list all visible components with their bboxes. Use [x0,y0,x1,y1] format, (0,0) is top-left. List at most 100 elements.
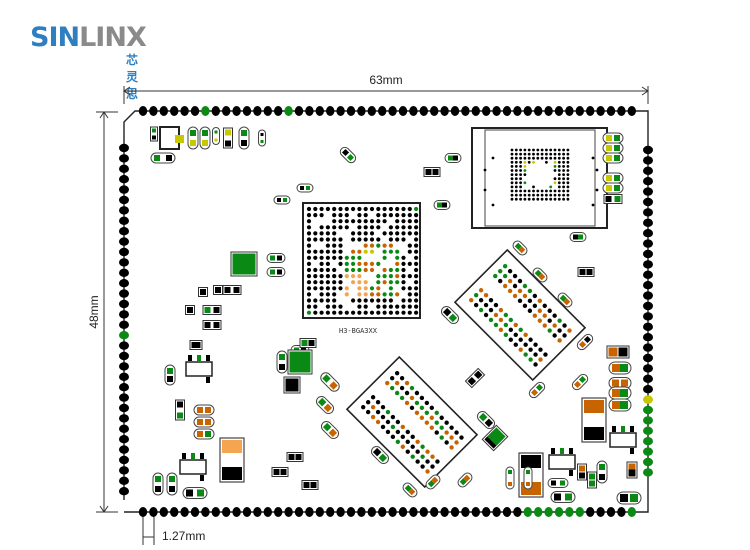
capacitor-body [212,127,220,145]
cpu-ball [401,304,406,309]
cpu-ball [376,206,381,212]
emmc-ball [566,181,570,185]
cpu-ball [332,267,337,273]
ddr-ball [370,404,376,410]
cpu-ball [338,213,343,218]
pad [448,155,453,161]
pin [551,448,555,454]
capacitor [440,305,460,325]
cpu-ball [382,206,387,212]
cpu-ball [357,292,362,297]
edge-pad [502,106,512,116]
ddr-ball [380,424,386,430]
edge-pad [461,507,470,517]
edge-pad [643,260,653,269]
ddr-ball [449,425,454,430]
pad [303,482,310,488]
resistor [271,467,289,477]
cpu-ball [357,206,362,212]
emmc-ball [519,173,522,177]
pad [579,269,586,275]
edge-pad [315,106,324,116]
pad [152,128,156,133]
ddr-ball [385,429,391,435]
ddr-ball [399,395,405,401]
cpu-ball [388,213,393,218]
ddr-ball [498,268,503,274]
edge-pad [586,507,595,517]
emmc-ball [557,189,561,193]
ddr-ball [385,380,390,386]
capacitor [602,152,624,164]
pin [560,448,564,454]
cpu-ball [363,280,368,285]
emmc-ball [566,160,570,164]
cpu-ball [357,298,362,303]
ddr-ball [459,435,464,440]
capacitor [576,333,594,351]
pad [260,133,264,136]
edge-pad [643,447,653,456]
edge-pad [643,374,653,383]
edge-pad [357,507,366,517]
pad [295,454,302,460]
cpu-ball [382,255,387,260]
cpu-ball [319,213,324,218]
cpu-ball [369,310,375,315]
ddr-ball [513,322,518,328]
emmc-ball [536,148,540,152]
ddr-ball [473,302,479,308]
cpu-ball [338,206,343,212]
cpu-ball [376,237,381,242]
ddr-ball [409,405,415,411]
edge-pad [284,106,293,116]
cpu-ball [319,292,324,297]
cpu-ball [369,292,375,297]
ddr-ball [562,333,567,338]
resistor [230,251,258,277]
edge-pad [482,507,491,517]
pad [234,253,256,275]
cpu-ball [369,261,375,266]
ddr-ball [473,293,479,298]
ddr-ball [410,454,415,459]
ddr-ball [552,313,557,318]
edge-pad [440,507,449,517]
ddr-ball [394,380,400,386]
edge-pad [274,507,283,517]
edge-pad [119,279,129,288]
emmc-ball [557,165,561,168]
edge-pad [119,154,129,163]
cpu-ball [357,249,362,254]
capacitor-body [476,410,496,430]
emmc-ball [562,169,565,172]
emmc-ball [549,197,553,201]
emmc-ball [557,177,561,181]
emmc-ball [510,197,514,201]
edge-pad [643,239,653,248]
cpu-ball [376,292,381,297]
ddr-ball [429,425,434,430]
edge-pad [242,507,252,517]
cpu-ball [313,213,318,218]
ddr-ball [375,400,381,405]
ddr-chip-1 [453,248,587,382]
pad [565,493,572,501]
ddr-ball [513,332,518,337]
cpu-ball [306,310,312,315]
resistor [481,424,509,452]
ddr-ball [527,308,533,313]
capacitor [193,416,215,428]
ddr-chip-2 [345,355,479,489]
pin [206,377,210,383]
pad [177,412,183,419]
ddr-ball [502,273,508,279]
emmc-ball [545,197,548,201]
emmc-mount-pad [595,188,599,192]
cpu-ball [363,286,368,291]
cpu-ball [401,280,406,285]
edge-pad [119,383,129,392]
capacitor-body [320,420,340,440]
cpu-ball [313,231,318,236]
edge-pad [119,299,129,309]
